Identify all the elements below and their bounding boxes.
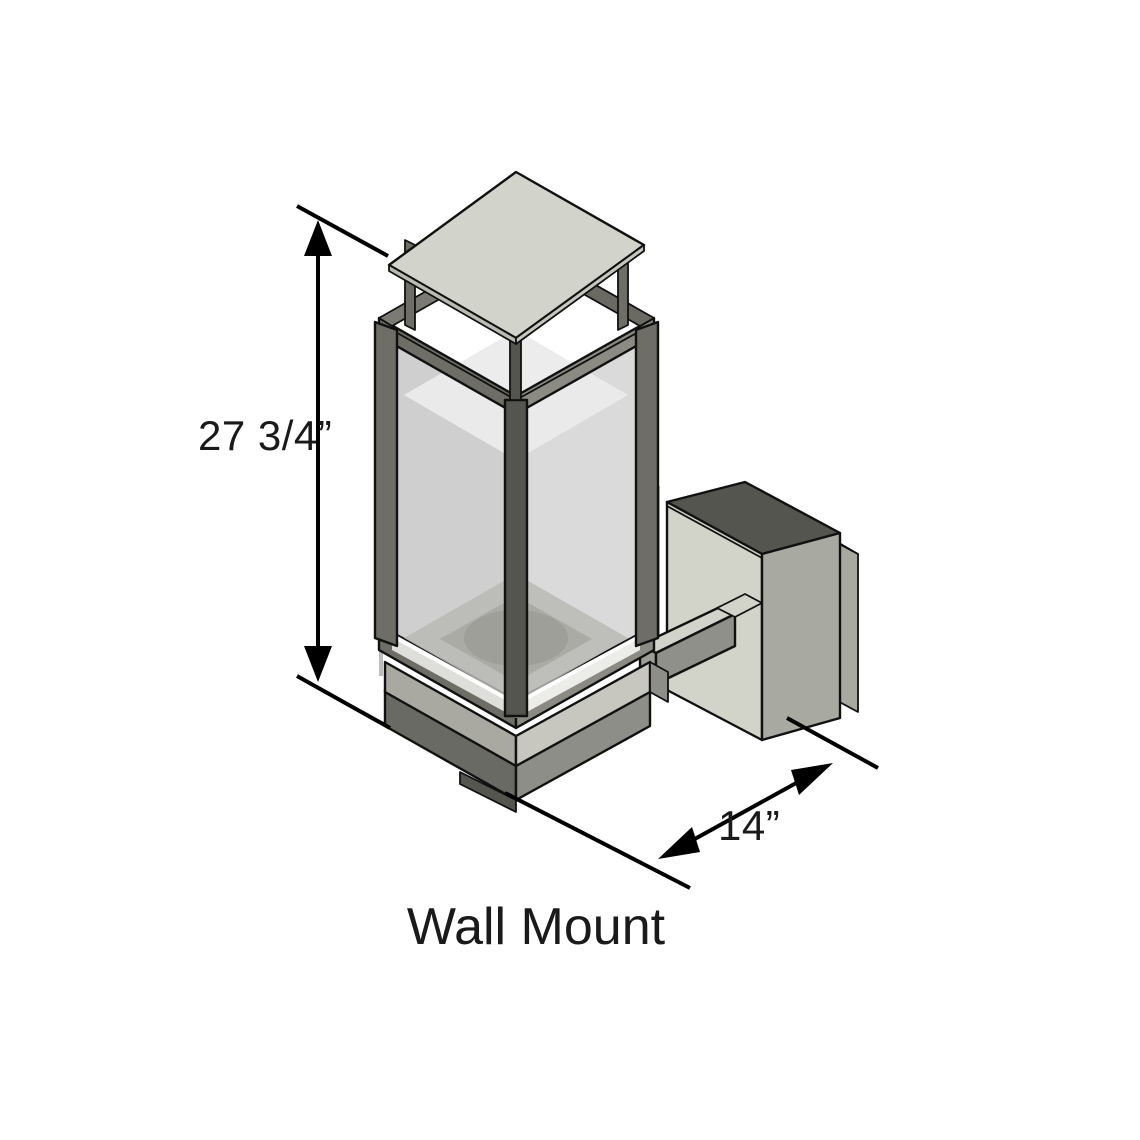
wall-bracket-seam: [666, 505, 763, 559]
wall-bracket: [665, 480, 842, 742]
frame-bottom-ledge-left: [392, 638, 516, 718]
base-plate: [383, 660, 669, 813]
drawing-caption: Wall Mount: [407, 898, 666, 956]
base-pedestal: [459, 771, 517, 813]
mount-arm-bracket-joint: [716, 593, 763, 618]
wall-bracket-right-face: [760, 531, 842, 742]
dimension-height: 27 3/4”: [198, 204, 391, 730]
top-cap: [387, 170, 646, 345]
height-arrow-bottom: [304, 646, 332, 682]
lantern-frame: [373, 185, 660, 730]
base-right-return: [649, 661, 669, 703]
height-arrow-top: [304, 220, 332, 256]
depth-arrow-far: [791, 763, 833, 795]
frame-post-front: [503, 398, 529, 718]
height-dimension-label: 27 3/4”: [198, 412, 332, 459]
depth-arrow-near: [658, 827, 700, 859]
depth-extension-line-far: [786, 716, 879, 770]
top-cap-edge-right: [515, 244, 645, 345]
frame-post-right: [634, 320, 660, 648]
frame-post-left: [373, 320, 399, 648]
frame-bottom-ledge-right: [516, 638, 640, 718]
depth-dimension-label: 14”: [718, 802, 780, 849]
height-extension-line-bottom: [296, 674, 391, 730]
height-extension-line-top: [296, 204, 389, 258]
dimension-depth: 14”: [504, 716, 879, 890]
depth-extension-line-near: [504, 791, 691, 890]
